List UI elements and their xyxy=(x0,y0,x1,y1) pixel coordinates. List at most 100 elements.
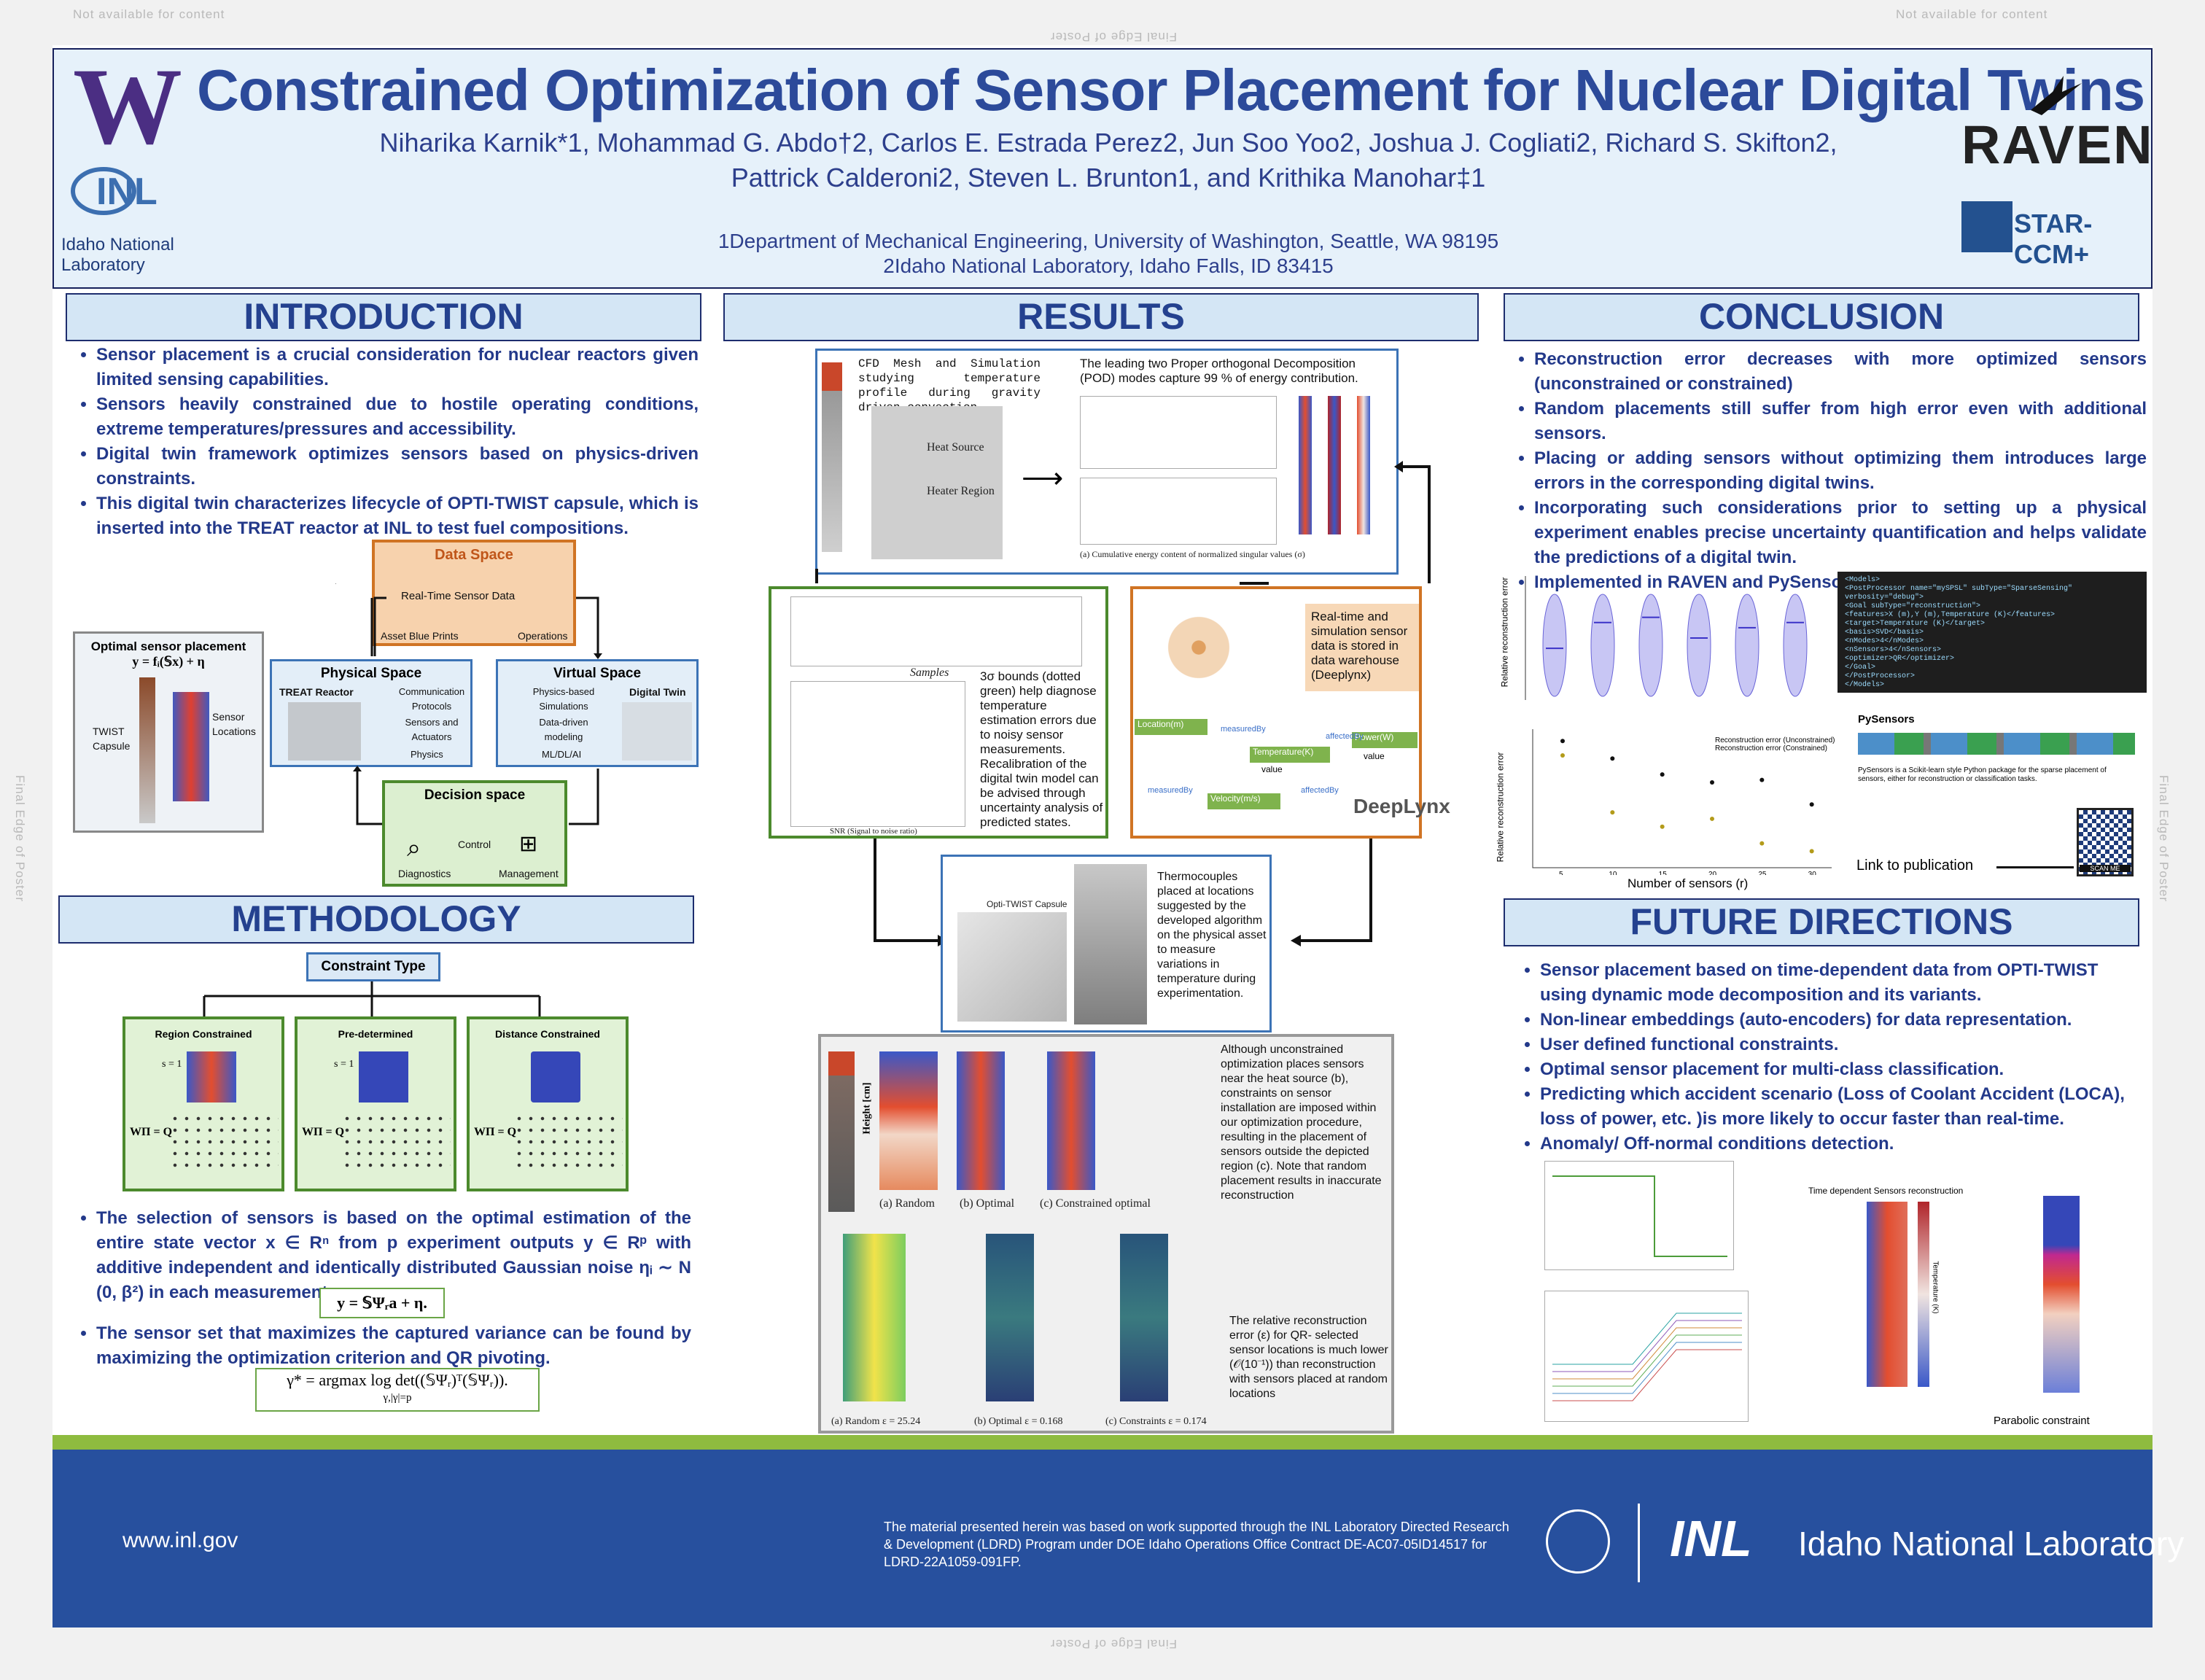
treat-label: TREAT Reactor xyxy=(279,686,354,698)
code-line: <PostProcessor name="mySPSL" subType="Sp… xyxy=(1845,585,2073,602)
panel-s-eq: s = 1 xyxy=(334,1059,354,1070)
violin-shape xyxy=(1735,594,1759,697)
methodology-heading: METHODOLOGY xyxy=(58,895,694,944)
raven-bird-icon xyxy=(2027,70,2085,121)
scatter-point xyxy=(1710,779,1714,785)
methodology-bullets: The selection of sensors is based on the… xyxy=(67,1206,691,1305)
time-dependent-title: Time dependent Sensors reconstruction xyxy=(1808,1186,1964,1196)
starccm-logo: STAR-CCM+ xyxy=(2014,209,2093,269)
constraint-tree-lines xyxy=(203,981,541,1018)
results-flow-arrows xyxy=(815,461,1431,946)
introduction-bullets: Sensor placement is a crucial considerat… xyxy=(67,343,699,541)
raven-code-snippet: <Models> <PostProcessor name="mySPSL" su… xyxy=(1838,572,2147,693)
violin-shape xyxy=(1687,594,1711,697)
constraint-type-box: Constraint Type xyxy=(306,952,440,981)
conclusion-heading: CONCLUSION xyxy=(1504,293,2139,341)
panel-s-eq: s = 1 xyxy=(162,1059,182,1070)
left-edge-label: Final Edge of Poster xyxy=(13,774,28,903)
intro-bullet: Sensors heavily constrained due to hosti… xyxy=(96,392,699,442)
doe-seal xyxy=(1546,1509,1610,1574)
equation-measurement: y = 𝕊Ψᵣa + η. xyxy=(319,1288,445,1318)
magnifier-icon: ⌕ xyxy=(407,834,421,862)
node-temperature: Temperature(K) xyxy=(1250,747,1330,763)
sensor-heatmap xyxy=(173,692,209,801)
poster-title: Constrained Optimization of Sensor Place… xyxy=(197,58,2145,122)
scatter-point xyxy=(1610,756,1615,761)
thermo-text: Thermocouples placed at locations sugges… xyxy=(1157,871,1267,1000)
cfd-mesh-image xyxy=(871,406,1003,559)
right-edge-label: Final Edge of Poster xyxy=(2157,774,2171,903)
scatter-tick-label: 25 xyxy=(1758,871,1767,875)
inl-logo-mark: INL xyxy=(71,167,158,215)
panel-matrix-dots xyxy=(513,1113,623,1171)
code-line: <nModes>4</nModes> xyxy=(1845,637,1924,645)
poster-header xyxy=(52,48,2152,289)
physics-sim-label: Physics-based Simulations xyxy=(532,686,595,712)
node-location: Location(m) xyxy=(1135,719,1208,735)
opti-twist-box: Opti-TWIST Capsule Thermocouples placed … xyxy=(941,855,1272,1032)
panel-eq: WΠ = Q xyxy=(474,1126,517,1138)
scatter-axes xyxy=(1532,729,1832,868)
code-line: </PostProcessor> xyxy=(1845,672,1916,680)
node-value-label: value xyxy=(1261,764,1283,774)
scatter-tick-label: 10 xyxy=(1609,871,1617,875)
top-margin-note: Not available for content xyxy=(73,7,225,21)
authors-line2: Pattrick Calderoni2, Steven L. Brunton1,… xyxy=(731,163,1486,192)
bottom-edge-label: Final Edge of Poster xyxy=(1050,1637,1178,1651)
scatter-ylabel: Relative reconstruction error xyxy=(1495,752,1506,863)
scatter-point xyxy=(1710,816,1714,821)
capsule-image xyxy=(822,362,842,552)
conclusion-bullet: Placing or adding sensors without optimi… xyxy=(1534,446,2147,496)
opti-twist-label: Opti-TWIST Capsule xyxy=(987,899,1068,909)
node-velocity: Velocity(m/s) xyxy=(1208,793,1280,809)
deeplynx-text: Real-time and simulation sensor data is … xyxy=(1305,604,1419,691)
publication-link[interactable]: Link to publication xyxy=(1856,858,1974,874)
sigma-bounds-box: Samples SNR (Signal to noise ratio) 3σ b… xyxy=(769,586,1108,839)
scatter-legend: Reconstruction error (Unconstrained) Rec… xyxy=(1715,736,1835,752)
sensor-label: Sensor Locations xyxy=(212,711,256,737)
physical-space-box: Physical Space TREAT Reactor Communicati… xyxy=(270,659,472,767)
violin-svg xyxy=(1525,576,1808,700)
cap-random-e: (a) Random ε = 25.24 xyxy=(831,1416,921,1427)
management-label: Management xyxy=(499,868,559,879)
panel-matrix-dots xyxy=(341,1113,451,1171)
heat-source-label: Heat Source xyxy=(927,441,984,454)
reconstruction-box: Height [cm] (a) Random (b) Optimal (c) C… xyxy=(818,1034,1394,1434)
error-map-random xyxy=(843,1234,906,1401)
link-arrow xyxy=(1996,866,2074,868)
future-bullet: Non-linear embeddings (auto-encoders) fo… xyxy=(1540,1008,2145,1032)
starccm-icon xyxy=(1961,201,2012,252)
panel-region-constrained: Region Constrained WΠ = Q s = 1 xyxy=(122,1016,284,1191)
data-driven-label: Data-driven modeling xyxy=(539,717,588,742)
deeplynx-box: Real-time and simulation sensor data is … xyxy=(1130,586,1450,839)
scatter-point xyxy=(1660,772,1665,777)
cap-random: (a) Random xyxy=(879,1197,935,1210)
poster-footer xyxy=(52,1450,2152,1628)
data-item-blueprints: Asset Blue Prints xyxy=(381,630,459,642)
inl-logo-sub: Idaho National Laboratory xyxy=(61,235,174,275)
pysensors-title: PySensors xyxy=(1858,713,1915,726)
methodology-bullets-2: The sensor set that maximizes the captur… xyxy=(67,1321,691,1371)
temperature-colorbar xyxy=(1918,1202,1929,1387)
footer-divider xyxy=(1638,1504,1640,1582)
pod-singular-plot xyxy=(1080,396,1277,469)
scatter-point xyxy=(1560,739,1565,744)
intro-diagram-arrows xyxy=(335,583,602,825)
arrow-right-icon: ⟶ xyxy=(1022,462,1064,494)
inl-logo-text: INL xyxy=(96,171,158,213)
twist-capsule-image xyxy=(139,677,155,823)
control-label: Control xyxy=(458,839,491,850)
raven-logo: RAVEN xyxy=(1961,114,2154,175)
physics-label: Physics xyxy=(411,749,443,760)
data-item-realtime: Real-Time Sensor Data xyxy=(401,590,516,602)
affiliations: 1Department of Mechanical Engineering, U… xyxy=(598,229,1619,279)
snr-boxplot xyxy=(790,681,965,827)
code-line: </Models> xyxy=(1845,681,1885,689)
scatter-tick-label: 15 xyxy=(1659,871,1668,875)
panel-title: Distance Constrained xyxy=(495,1028,600,1040)
website-link[interactable]: www.inl.gov xyxy=(122,1528,238,1552)
cfd-pod-box: CFD Mesh and Simulation studying tempera… xyxy=(815,349,1399,575)
eq-optimization-main: γ* = argmax log det((𝕊Ψᵣ)ᵀ(𝕊Ψᵣ)). xyxy=(287,1371,508,1389)
